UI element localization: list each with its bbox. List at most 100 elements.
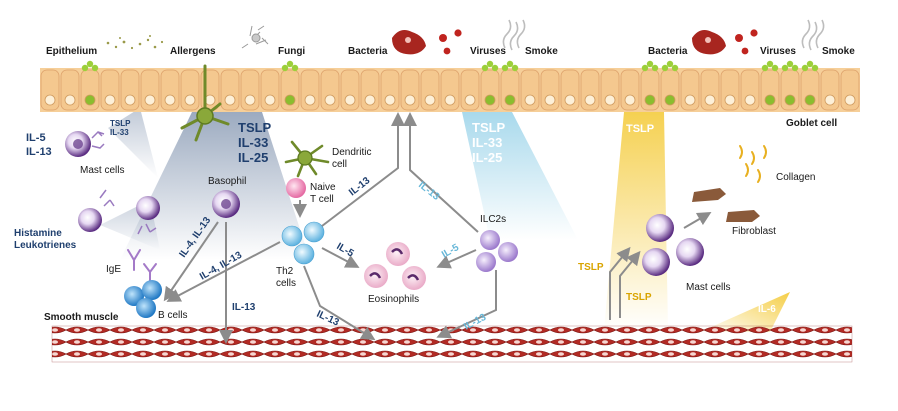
label-bacteria-left: Bacteria [348,46,388,57]
arrow-th2-eos [321,247,360,268]
cell-nucleus [724,94,736,106]
cell-nucleus [804,94,816,106]
cytokine-il33-cyan: IL-33 [472,135,502,150]
cell-nucleus [104,94,116,106]
cell-nucleus [484,94,496,106]
cell-nucleus [84,94,96,106]
goblet-mucus [81,64,89,72]
receptor-icon [99,189,157,235]
arrow-ilc2-eos [436,249,477,269]
arrow-mast-fibroblast [683,211,712,229]
goblet-mucus [506,60,514,68]
goblet-mucus [781,64,789,72]
cytokine-il25-big: IL-25 [238,150,268,165]
goblet-mucus [481,64,489,72]
goblet-mucus [771,64,779,72]
epithelium-layer [40,60,860,112]
cell-nucleus [324,94,336,106]
label-smoke-left: Smoke [525,46,558,57]
cell-nucleus [664,94,676,106]
smoke-icon [502,19,526,51]
label-dendritic: Dendritic [332,147,371,158]
label-collagen: Collagen [776,172,815,183]
cytokine-il6: IL-6 [758,304,776,315]
arrow-ilc2-muscle [436,270,497,339]
cell-nucleus [624,94,636,106]
cell-nucleus [844,94,856,106]
goblet-mucus [666,60,674,68]
cytokine-tslp-small: TSLP [110,119,131,128]
label-epithelium: Epithelium [46,46,97,57]
label-eosinophils: Eosinophils [368,294,419,305]
dendritic-cell [284,140,330,178]
label-viruses-left: Viruses [470,46,506,57]
goblet-mucus [501,64,509,72]
cytokine-il33-big: IL-33 [238,135,268,150]
cell-nucleus [824,94,836,106]
cytokine-tslp-gold-top: TSLP [626,123,654,135]
goblet-mucus [486,60,494,68]
goblet-mucus [641,64,649,72]
mast-cells-right [642,214,704,276]
cell-nucleus [44,94,56,106]
goblet-mucus [511,64,519,72]
cytokine-il25-cyan: IL-25 [472,150,502,165]
goblet-mucus [651,64,659,72]
label-th2: Th2 [276,266,294,277]
goblet-mucus [806,60,814,68]
fungi-icon [241,25,269,49]
cell-nucleus [504,94,516,106]
cell-nucleus [764,94,776,106]
th2-cells [281,221,325,265]
cytokine-il5: IL-5 [26,132,46,144]
cell-nucleus [704,94,716,106]
cell-nucleus [564,94,576,106]
label-ige: IgE [106,264,121,275]
arrow-th2-epithelium [321,112,405,227]
arrow-basophil-bcell [163,221,219,302]
il6-wedge [700,292,790,332]
goblet-mucus [86,60,94,68]
cytokine-il33-small: IL-33 [110,128,129,137]
cell-nucleus [64,94,76,106]
cell-nucleus [524,94,536,106]
label-dendritic-2: cell [332,159,347,170]
cell-nucleus [384,94,396,106]
goblet-mucus [786,60,794,68]
bacteria-icon [392,30,426,55]
cell-nucleus [144,94,156,106]
cell-nucleus [644,94,656,106]
label-fungi: Fungi [278,46,305,57]
cell-nucleus [304,94,316,106]
goblet-mucus [761,64,769,72]
cell-nucleus [464,94,476,106]
label-smooth-muscle: Smooth muscle [44,312,119,323]
label-goblet-cell: Goblet cell [786,118,837,129]
ilc2-cells [476,230,518,272]
cell-nucleus [224,94,236,106]
arrow-th2-muscle [303,265,376,341]
label-viruses-right: Viruses [760,46,796,57]
cell-nucleus [544,94,556,106]
label-th2-2: cells [276,278,296,289]
cytokine-tslp-cyan: TSLP [472,120,506,135]
cell-nucleus [264,94,276,106]
cell-nucleus [684,94,696,106]
goblet-mucus [801,64,809,72]
cell-nucleus [364,94,376,106]
mast-cell-left [65,131,91,157]
fibroblast-icon [692,188,760,222]
cell-nucleus [444,94,456,106]
allergens-icon [106,35,164,50]
bacteria-icon [692,30,726,55]
collagen-icon [739,145,767,183]
goblet-mucus [791,64,799,72]
label-mast-cells-right: Mast cells [686,282,730,293]
label-ilc2s: ILC2s [480,214,506,225]
receptor-icon [91,130,105,149]
cytokine-il13-ilc-up: IL-13 [416,180,442,203]
cell-nucleus [184,94,196,106]
arrow-tslp-mast-2 [619,250,641,318]
mast-left-cone [108,108,158,178]
